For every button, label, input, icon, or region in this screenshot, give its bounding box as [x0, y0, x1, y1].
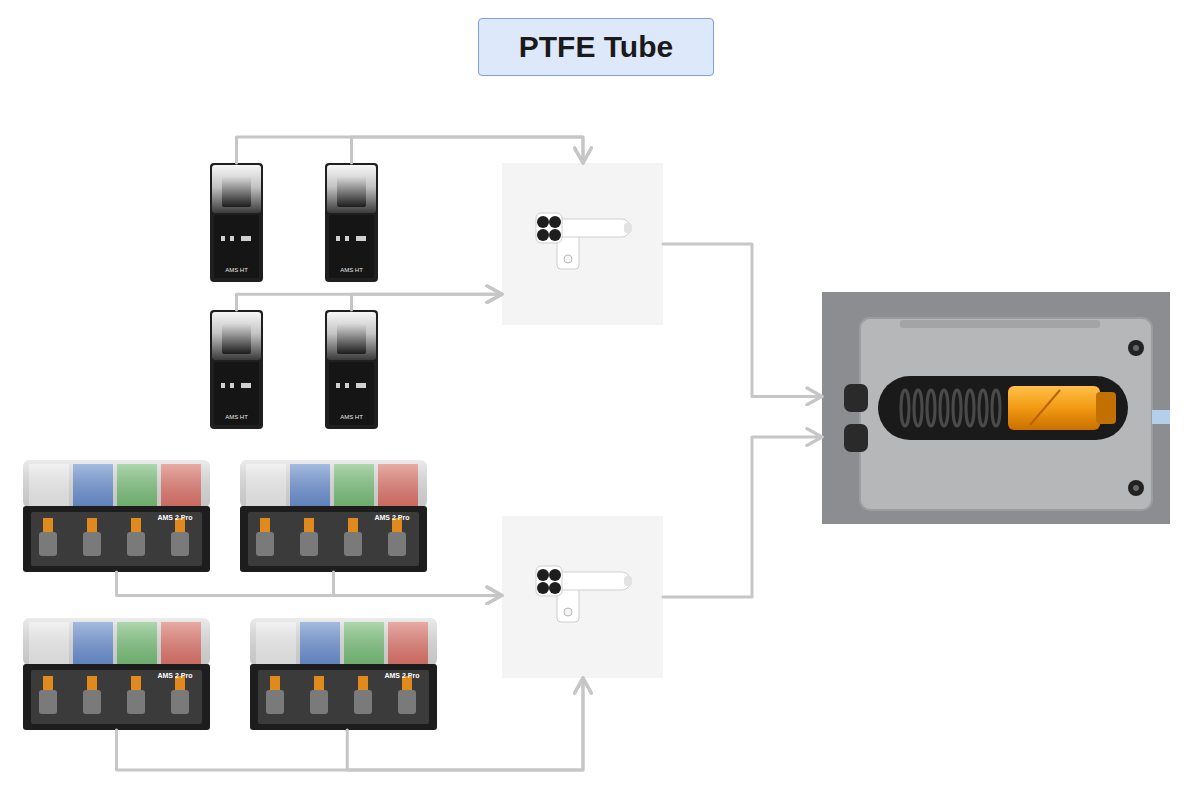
device-label: AMS HT	[210, 266, 263, 274]
ptfe-tube-connector	[117, 572, 503, 595]
ptfe-tube-connector	[352, 137, 583, 163]
buffer-illustration	[822, 292, 1170, 524]
hub-illustration	[502, 163, 663, 325]
device-node: AMS HT	[210, 163, 263, 282]
ams-2-pro-unit	[23, 618, 210, 730]
title-box: PTFE Tube	[478, 18, 714, 76]
spring-coil	[901, 390, 909, 426]
buffer-slot	[878, 376, 1128, 440]
device-node: AMS 2 Pro	[23, 460, 210, 572]
device-label: AMS 2 Pro	[372, 671, 432, 680]
buffer-slider	[1008, 386, 1100, 430]
device-node: AMS 2 Pro	[240, 460, 427, 572]
device-node: AMS 2 Pro	[250, 618, 437, 730]
ams-ht-unit	[210, 163, 263, 282]
device-node: AMS HT	[210, 310, 263, 429]
spring-coil	[940, 390, 948, 426]
buffer-spring	[901, 390, 1000, 426]
device-node: AMS 2 Pro	[23, 618, 210, 730]
slider-end	[1096, 392, 1116, 424]
spring-coil	[953, 390, 961, 426]
diagram-title: PTFE Tube	[519, 30, 673, 64]
device-node: AMS HT	[325, 163, 378, 282]
ptfe-tube-connector	[663, 437, 822, 597]
ptfe-tube-connector	[663, 244, 822, 396]
ptfe-tube-connector	[352, 294, 503, 310]
screw	[1128, 480, 1144, 496]
inlet-knob	[844, 384, 868, 412]
device-label: AMS HT	[325, 413, 378, 421]
inlet-knob	[844, 424, 868, 452]
device-node	[502, 163, 663, 325]
device-node	[502, 516, 663, 678]
screw	[1128, 340, 1144, 356]
hub-illustration	[502, 516, 663, 678]
ptfe-tube-connector	[237, 137, 583, 163]
screw-head	[1133, 345, 1139, 351]
screw-head	[1133, 485, 1139, 491]
ams-ht-unit	[325, 310, 378, 429]
device-label: AMS 2 Pro	[362, 513, 422, 522]
device-label: AMS HT	[210, 413, 263, 421]
device-label: AMS 2 Pro	[145, 513, 205, 522]
spring-coil	[914, 390, 922, 426]
ptfe-tube-connector	[347, 678, 583, 770]
ptfe-tube-connector	[117, 678, 583, 770]
photo-background	[822, 292, 1170, 524]
device-node: AMS HT	[325, 310, 378, 429]
ptfe-tube-connector	[334, 572, 503, 595]
spring-coil	[966, 390, 974, 426]
spring-coil	[927, 390, 935, 426]
buffer-plate	[860, 318, 1152, 510]
device-label: AMS HT	[325, 266, 378, 274]
ams-2-pro-unit	[240, 460, 427, 572]
outlet-tube	[1152, 410, 1170, 424]
ams-2-pro-unit	[23, 460, 210, 572]
plate-edge	[900, 320, 1100, 328]
spring-coil	[992, 390, 1000, 426]
ams-ht-unit	[325, 163, 378, 282]
device-label: AMS 2 Pro	[145, 671, 205, 680]
spring-coil	[979, 390, 987, 426]
ams-ht-unit	[210, 310, 263, 429]
ptfe-tube-connector	[237, 294, 503, 310]
slider-line	[1030, 390, 1060, 425]
device-node	[822, 292, 1170, 524]
ams-2-pro-unit	[250, 618, 437, 730]
